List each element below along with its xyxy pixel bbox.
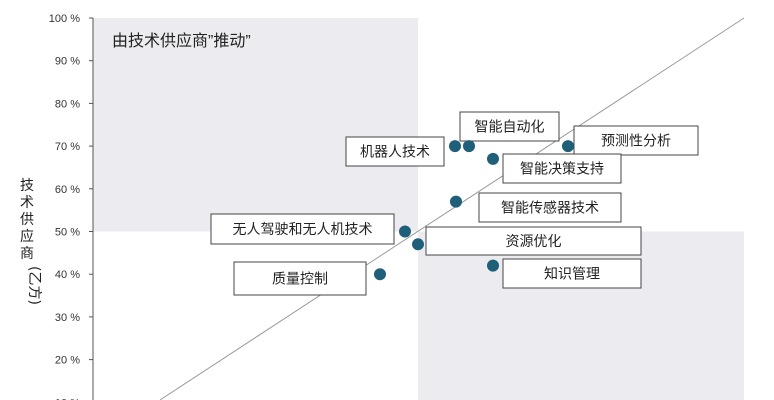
point-label: 智能自动化 [475, 119, 545, 135]
y-axis-label: 技术供应商 (乙方) [14, 178, 42, 305]
y-tick-label: 30 % [55, 312, 80, 324]
y-tick-label: 20 % [55, 355, 80, 367]
y-axis-label-tail: (乙方) [25, 266, 42, 305]
data-point: 资源优化 [412, 226, 642, 256]
y-tick-label: 10 % [55, 397, 80, 400]
point-label-box [573, 125, 699, 156]
point-label-box [425, 226, 642, 256]
y-axis-label-char: 技 [20, 178, 34, 194]
point-label-box [502, 153, 622, 184]
chart-title: 由技术供应商”推动” [112, 31, 251, 50]
point-label: 机器人技术 [360, 144, 430, 160]
point-label: 无人驾驶和无人机技术 [233, 221, 373, 237]
point-marker [449, 140, 461, 153]
point-marker [374, 268, 386, 281]
data-point: 智能决策支持 [487, 152, 622, 184]
point-marker [562, 140, 574, 153]
y-axis-label-char: 供 [20, 212, 34, 228]
point-label-box [345, 136, 445, 167]
data-point: 智能自动化 [459, 111, 560, 153]
point-label: 预测性分析 [601, 133, 671, 149]
data-point: 智能传感器技术 [450, 192, 622, 223]
point-marker [487, 152, 499, 165]
point-label-box [459, 111, 560, 142]
y-axis: 10 % 20 % 30 % 40 % 50 % 60 % 70 % 80 % 90 % 100 … [49, 13, 94, 400]
point-label: 智能传感器技术 [501, 200, 599, 216]
y-tick-label: 100 % [49, 13, 80, 25]
quadrant-shading [93, 18, 744, 400]
point-label: 资源优化 [506, 233, 562, 249]
point-label-box [233, 261, 367, 296]
data-point: 无人驾驶和无人机技术 [210, 213, 411, 245]
data-point: 预测性分析 [562, 125, 699, 156]
point-marker [487, 259, 499, 272]
y-axis-label-char: 应 [20, 229, 34, 245]
y-axis-label-char: 术 [20, 195, 34, 211]
point-marker [399, 225, 411, 238]
point-marker [412, 238, 424, 251]
y-axis-label-char: 商 [20, 246, 34, 262]
point-label: 质量控制 [272, 271, 328, 287]
diagonal-line [159, 17, 745, 400]
y-tick-label: 70 % [55, 141, 80, 153]
quadrant-top-left [93, 18, 418, 232]
point-marker [450, 195, 462, 208]
y-tick-label: 40 % [55, 269, 80, 281]
quadrant-bottom-right [418, 231, 744, 400]
point-marker [463, 140, 475, 153]
data-points: 机器人技术 智能自动化预测性分析智能决策支持智能传感器技术无人驾驶和无人机技术资源… [210, 111, 699, 296]
y-tick-label: 80 % [55, 98, 80, 110]
y-tick-label: 90 % [55, 56, 80, 68]
point-label-box [210, 213, 395, 245]
data-point: 质量控制 [233, 261, 386, 296]
point-label: 知识管理 [544, 266, 600, 282]
data-point: 机器人技术 [345, 136, 461, 167]
point-label-box [502, 258, 642, 289]
point-label: 智能决策支持 [520, 161, 604, 177]
point-label-box [478, 192, 622, 223]
reference-diagonal-line [159, 17, 745, 400]
data-point: 知识管理 [487, 258, 642, 289]
y-tick-label: 50 % [55, 227, 80, 239]
y-tick-label: 60 % [55, 184, 80, 196]
